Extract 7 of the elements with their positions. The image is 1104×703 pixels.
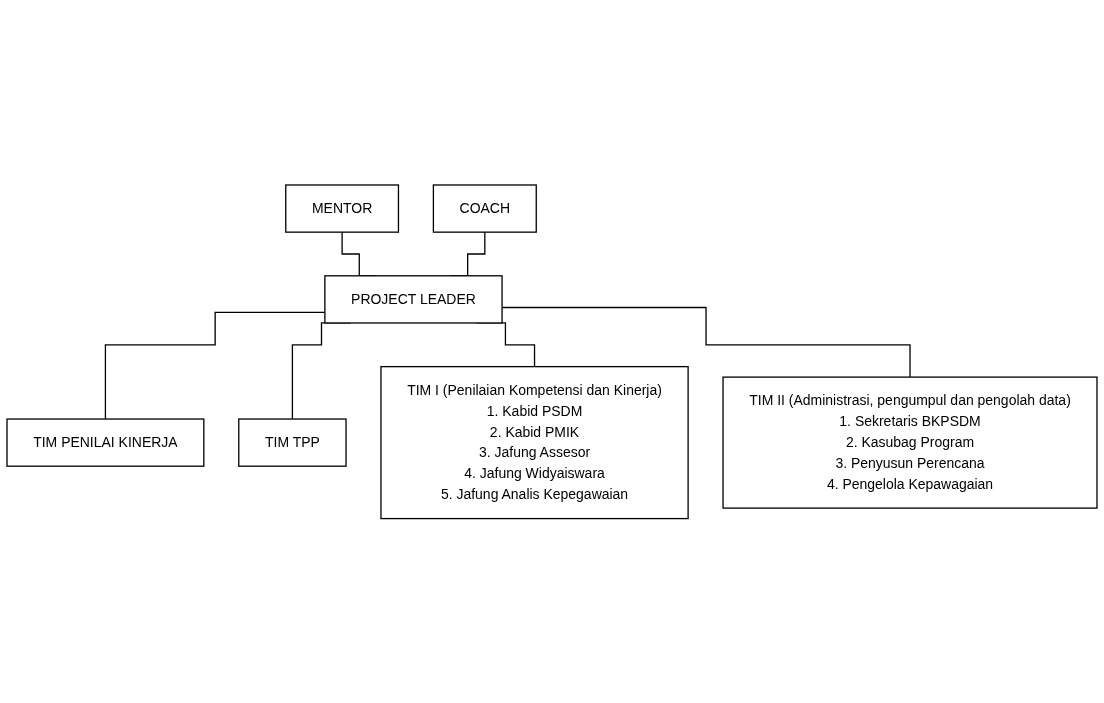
node-box: PROJECT LEADER <box>324 274 503 324</box>
node-box: TIM PENILAI KINERJA <box>6 418 205 467</box>
node-box: MENTOR <box>285 184 400 233</box>
node-box: TIM TPP <box>238 418 347 467</box>
node-box: TIM I (Penilaian Kompetensi dan Kinerja) 1. Kabid PSDM 2. Kabid PMIK 3. Jafung Assesor 4. Jafung Widyaiswara 5. Jafung Analis Kepegawaian <box>380 365 689 519</box>
node-box: TIM II (Administrasi, pengumpul dan pengolah data) 1. Sekretaris BKPSDM 2. Kasubag Program 3. Penyusun Perencana 4. Pengelola Kepawagaian <box>722 376 1098 509</box>
node-box: COACH <box>432 184 537 233</box>
